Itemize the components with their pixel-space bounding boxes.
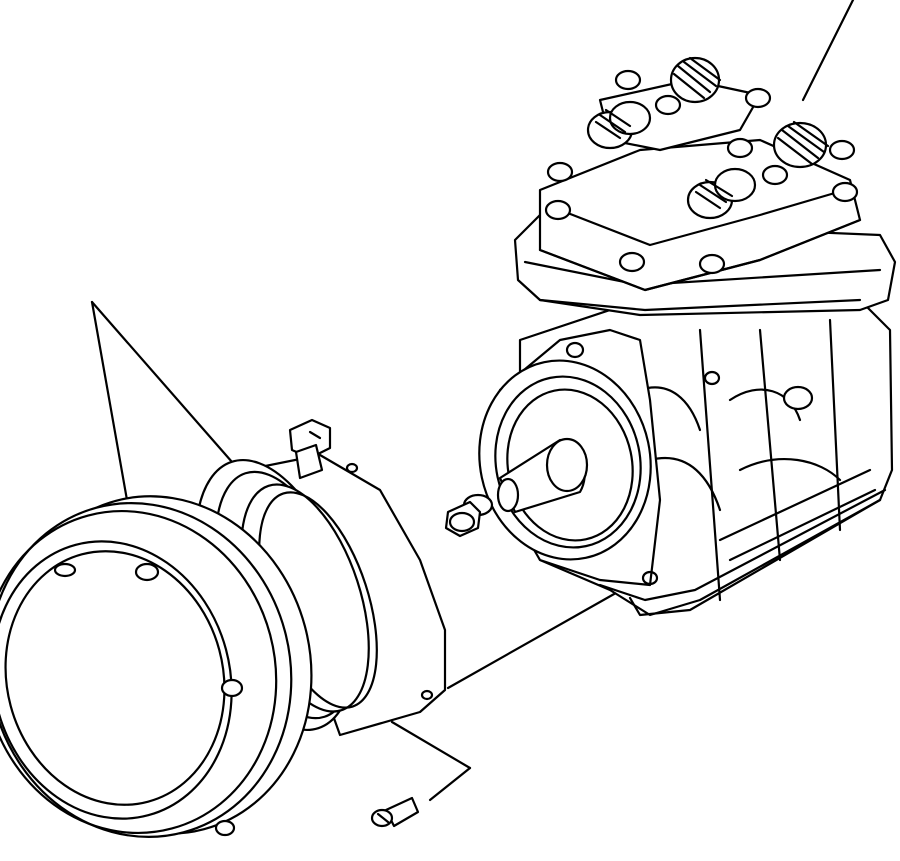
pulley-icon xyxy=(0,495,313,838)
alignment-line xyxy=(446,583,632,690)
callout-leader-clutch xyxy=(90,300,248,502)
bolt-icon xyxy=(370,796,420,828)
nut-icon xyxy=(444,493,494,538)
callout-leader-compressor xyxy=(801,0,855,102)
fitting-front xyxy=(686,120,830,220)
ac-compressor-icon xyxy=(478,56,897,617)
callout-leader-bolt xyxy=(390,720,472,802)
coil-connector xyxy=(288,418,332,480)
head-bolts xyxy=(544,69,859,411)
fitting-rear xyxy=(586,56,722,150)
compressor-shaft xyxy=(496,437,589,514)
